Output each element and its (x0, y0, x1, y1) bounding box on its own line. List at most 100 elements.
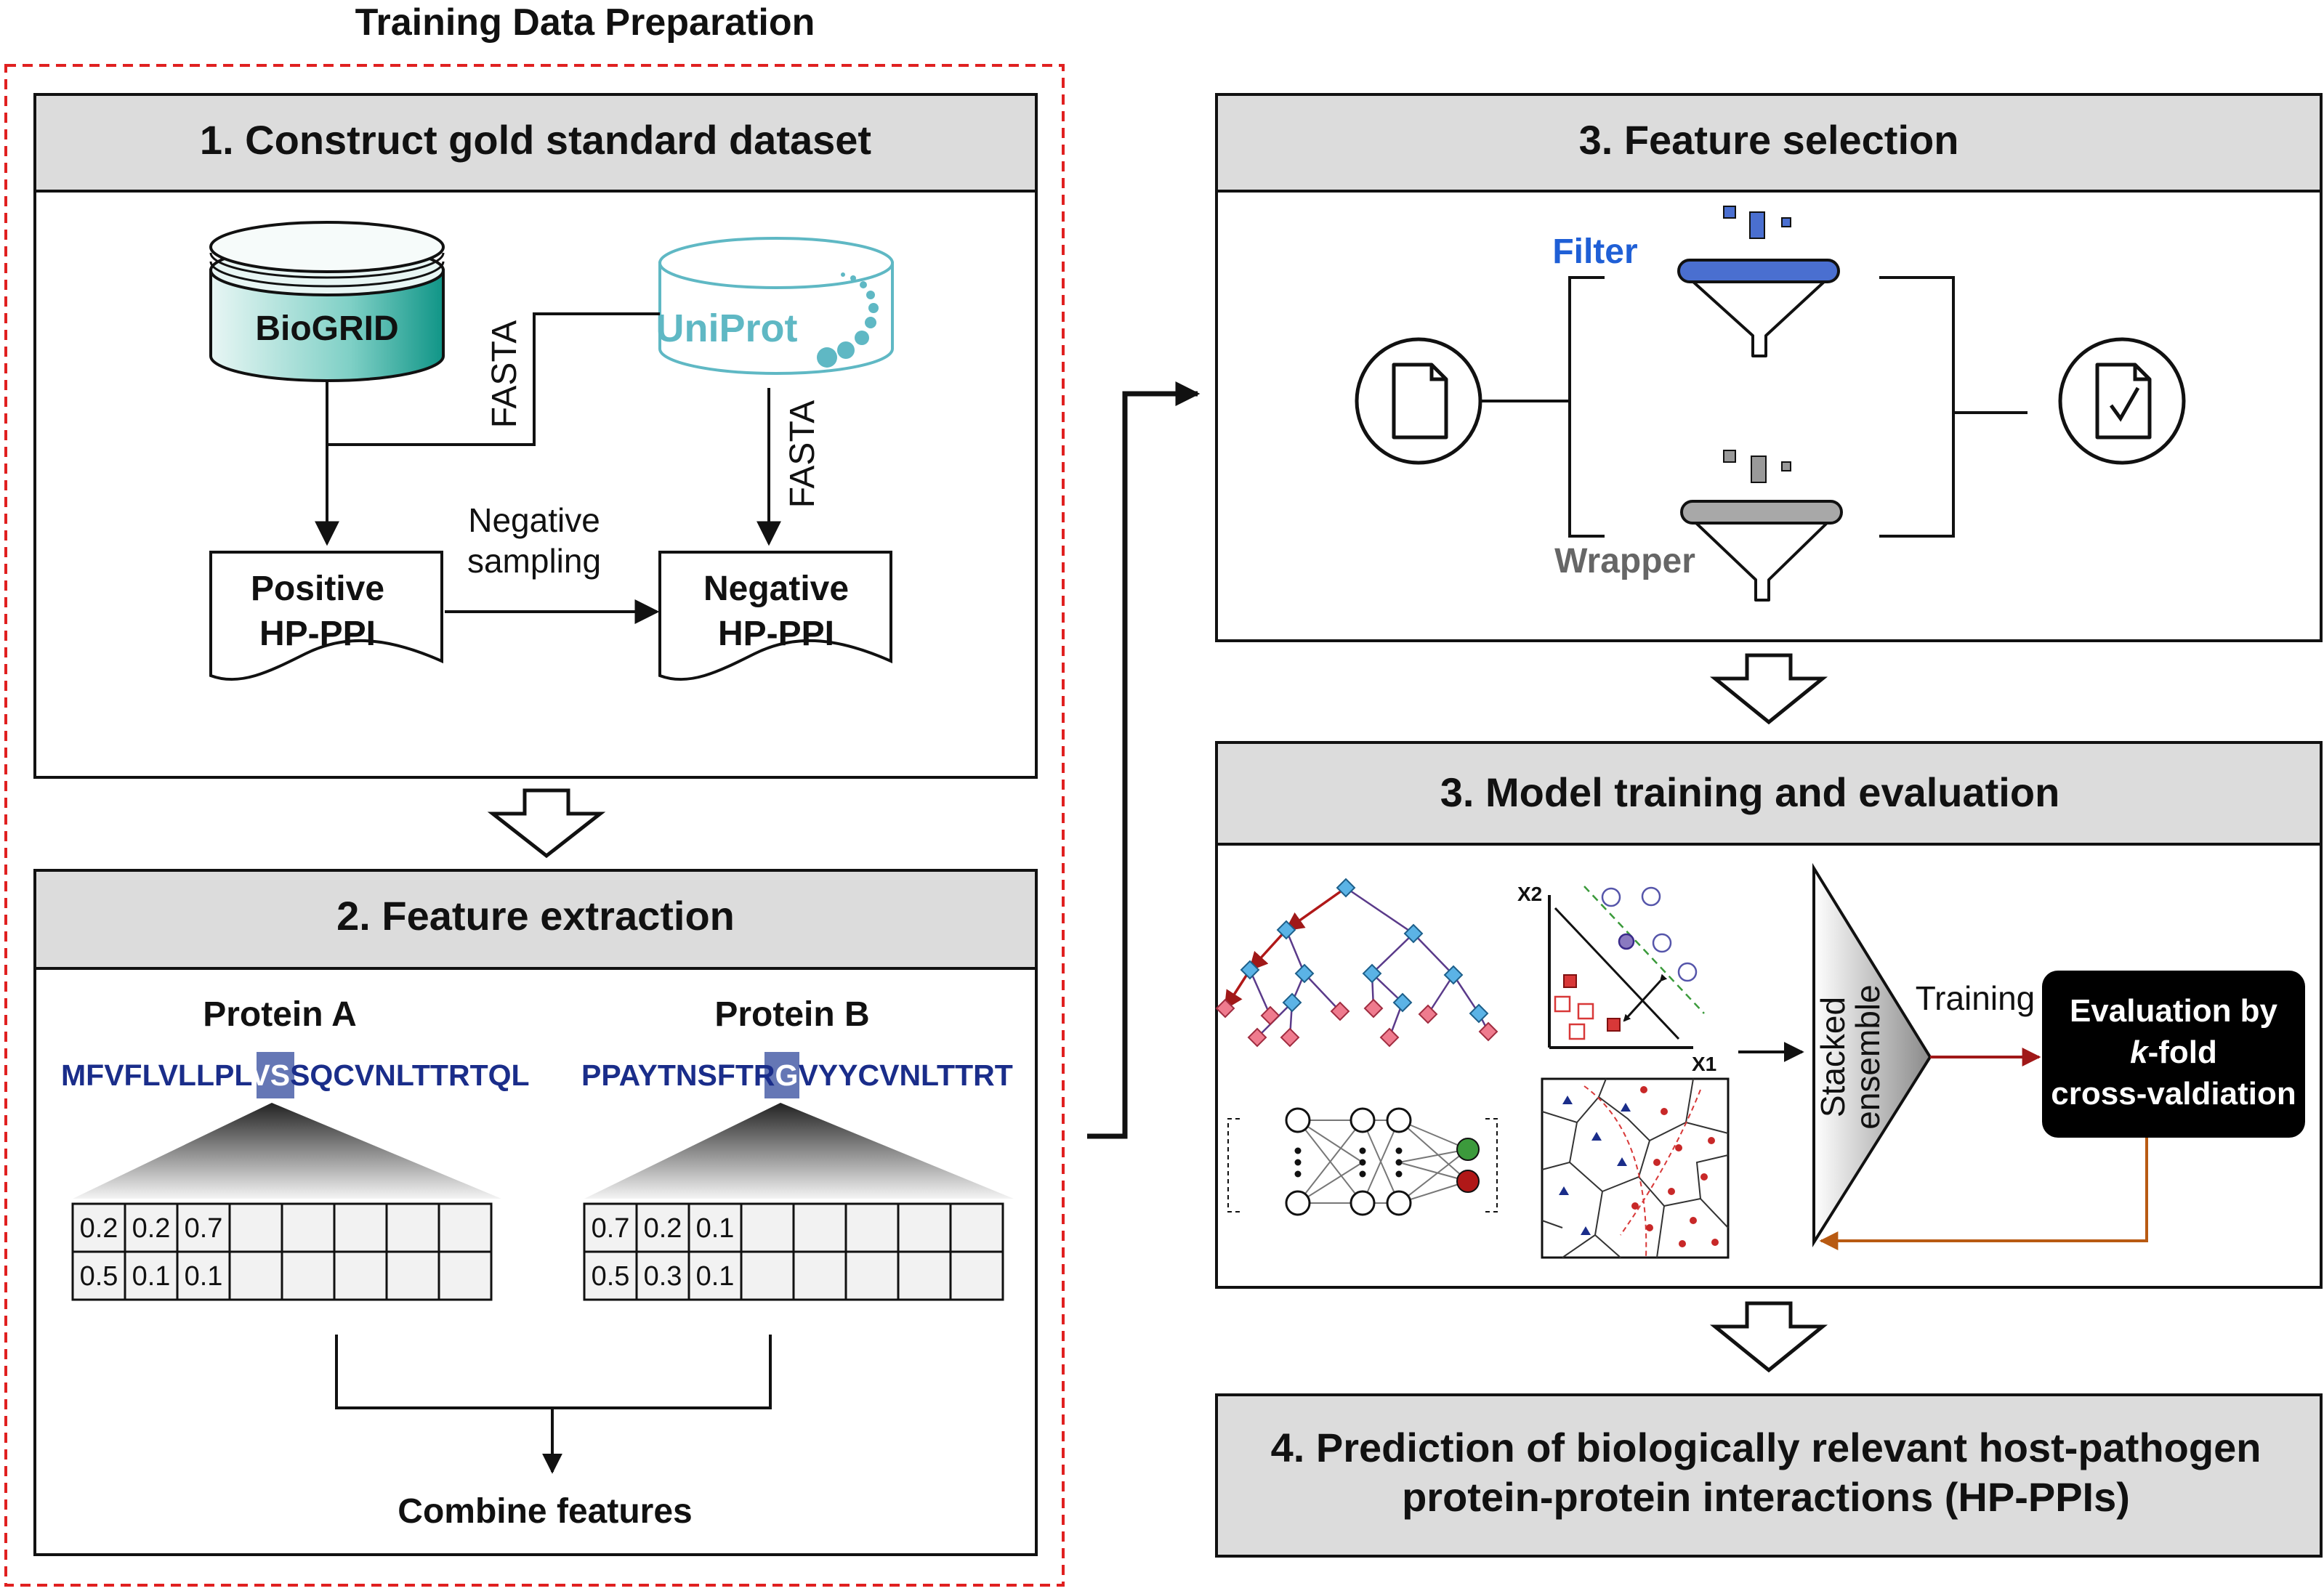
step3a-title: 3. Feature selection (1579, 117, 1959, 163)
protein-b-highlight (764, 1052, 799, 1098)
right-merge-bracket (1879, 276, 1955, 538)
matrix-cell (437, 1202, 493, 1253)
neural-network-icon (1227, 1107, 1498, 1216)
matrix-value: 0.7 (592, 1213, 630, 1244)
input-document-icon (1355, 337, 1482, 465)
matrix-cell (687, 1202, 743, 1253)
matrix-value: 0.1 (185, 1261, 223, 1292)
negative-hp-ppi-document: Negative HP-PPI (658, 551, 892, 681)
matrix-value: 0.5 (80, 1261, 118, 1292)
step2-panel: 2. Feature extraction Protein A Protein … (33, 869, 1038, 1556)
matrix-cell (897, 1250, 952, 1301)
uniprot-database-icon: UniProt (656, 237, 894, 375)
protein-a-label: Protein A (203, 995, 357, 1034)
decision-tree-icon (1215, 878, 1498, 1048)
step4-prediction-panel: 4. Prediction of biologically relevant h… (1215, 1393, 2323, 1558)
biogrid-label: BioGRID (255, 309, 398, 348)
combine-features-label: Combine features (398, 1492, 692, 1531)
protein-b-label: Protein B (714, 995, 869, 1034)
hollow-arrow-step1-to-step2 (487, 788, 606, 859)
negative-label-line1: Negative (703, 570, 849, 608)
ensemble-label-line1: Stacked (1814, 997, 1852, 1117)
matrix-cell (437, 1250, 493, 1301)
step4-line2: protein-protein interactions (HP-PPIs) (1402, 1474, 2130, 1520)
feedback-arrow (1819, 1138, 2148, 1250)
matrix-value: 0.7 (185, 1213, 223, 1244)
matrix-cell (333, 1250, 388, 1301)
matrix-cell (385, 1202, 440, 1253)
arrow-prep-to-feature-selection (1087, 381, 1201, 1139)
protein-a-highlight (257, 1052, 294, 1098)
axis-x2-label: X2 (1517, 883, 1542, 905)
matrix-value: 0.2 (644, 1213, 682, 1244)
filter-funnel-icon (1677, 206, 1840, 357)
matrix-cell (583, 1250, 638, 1301)
evaluation-line1: Evaluation by (2070, 993, 2278, 1029)
negative-label-line2: HP-PPI (718, 615, 834, 653)
evaluation-box (2042, 971, 2305, 1138)
protein-b-expansion-fan (584, 1103, 1014, 1199)
fasta-label-left: FASTA (485, 320, 524, 428)
stacked-ensemble-triangle (1812, 862, 1932, 1247)
negative-sampling-line2: sampling (467, 542, 601, 580)
matrix-cell (740, 1202, 795, 1253)
matrix-value: 0.1 (696, 1213, 735, 1244)
positive-hp-ppi-document: Positive HP-PPI (209, 551, 443, 681)
step3-feature-selection-panel: 3. Feature selection Filter (1215, 93, 2323, 642)
step3b-title: 3. Model training and evaluation (1440, 769, 2060, 815)
protein-b-feature-matrix: 0.7 0.2 0.1 0.5 0.3 0.1 (583, 1202, 1004, 1301)
positive-label-line2: HP-PPI (259, 615, 376, 653)
section-title: Training Data Preparation (355, 1, 815, 44)
filter-label: Filter (1552, 232, 1637, 271)
matrix-cell (333, 1202, 388, 1253)
selected-features-document-icon (2058, 337, 2186, 465)
matrix-cell (844, 1250, 900, 1301)
evaluation-line2: k-fold (2130, 1035, 2217, 1070)
matrix-cell (385, 1250, 440, 1301)
matrix-value: 0.1 (696, 1261, 735, 1292)
axis-x1-label: X1 (1692, 1053, 1716, 1075)
matrix-cell (792, 1202, 847, 1253)
hollow-arrow-step3b-to-step4 (1709, 1301, 1828, 1373)
step3-model-training-panel: 3. Model training and evaluation X2 X1 (1215, 741, 2323, 1289)
matrix-cell (124, 1250, 179, 1301)
matrix-cell (844, 1202, 900, 1253)
uniprot-label: UniProt (656, 307, 798, 350)
matrix-cell (71, 1202, 126, 1253)
hollow-arrow-step3a-to-step3b (1709, 653, 1828, 725)
step2-title: 2. Feature extraction (336, 893, 735, 939)
negative-sampling-line1: Negative (468, 501, 600, 539)
ensemble-label-line2: ensemble (1849, 984, 1887, 1129)
step1-title: 1. Construct gold standard dataset (200, 117, 871, 163)
matrix-value: 0.2 (132, 1213, 171, 1244)
matrix-value: 0.1 (132, 1261, 171, 1292)
protein-b-sequence: PPAYTNSFTRGVYYCVNLTTRT (581, 1058, 1013, 1092)
matrix-cell (635, 1250, 690, 1301)
positive-label-line1: Positive (251, 570, 384, 608)
matrix-cell (281, 1250, 336, 1301)
evaluation-line3: cross-valdiation (2051, 1076, 2296, 1112)
voronoi-knn-icon (1541, 1077, 1730, 1259)
matrix-cell (228, 1250, 283, 1301)
protein-a-expansion-fan (73, 1103, 501, 1199)
fasta-label-right: FASTA (783, 400, 822, 508)
step1-panel: 1. Construct gold standard dataset BioGR… (33, 93, 1038, 779)
matrix-cell (949, 1202, 1004, 1253)
matrix-value: 0.3 (644, 1261, 682, 1292)
step4-line1: 4. Prediction of biologically relevant h… (1271, 1425, 2262, 1470)
wrapper-label: Wrapper (1554, 542, 1695, 580)
biogrid-database-icon: BioGRID (209, 221, 445, 382)
matrix-cell (949, 1250, 1004, 1301)
protein-a-sequence: MFVFLVLLPLVSSQCVNLTTRTQL (61, 1058, 530, 1092)
matrix-cell (897, 1202, 952, 1253)
matrix-value: 0.5 (592, 1261, 630, 1292)
fasta-connector-left (327, 312, 660, 446)
matrix-cell (740, 1250, 795, 1301)
training-label: Training (1916, 979, 2035, 1017)
left-split-bracket (1568, 276, 1605, 538)
matrix-cell (281, 1202, 336, 1253)
matrix-cell (176, 1250, 231, 1301)
matrix-cell (792, 1250, 847, 1301)
